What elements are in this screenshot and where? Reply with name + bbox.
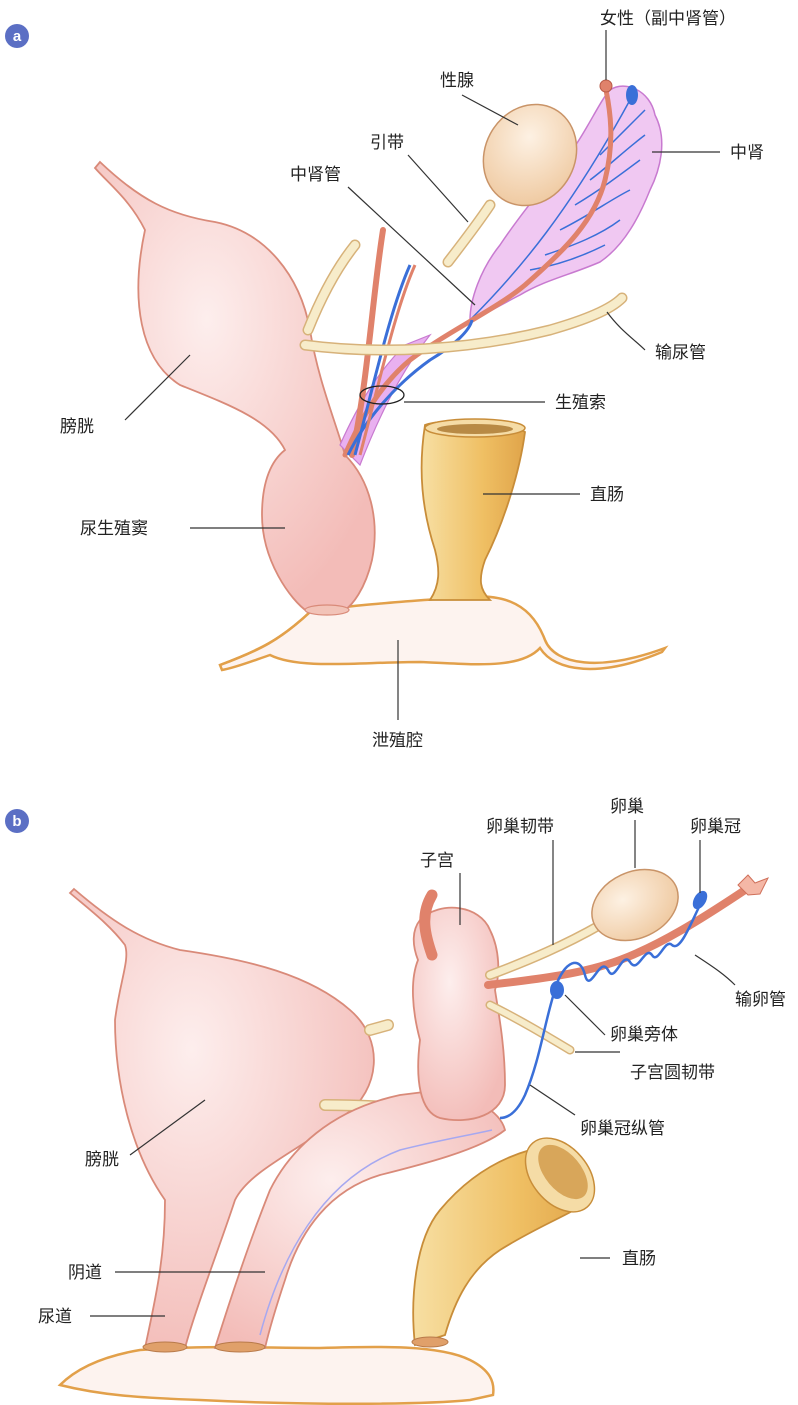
panel-b: b — [5, 797, 786, 1404]
label-epoophoron: 卵巢冠 — [690, 817, 741, 837]
label-rectum-b: 直肠 — [622, 1249, 656, 1269]
panel-b-badge-letter: b — [12, 813, 21, 830]
panel-a-badge-letter: a — [13, 28, 22, 45]
label-vagina: 阴道 — [68, 1263, 102, 1283]
label-ureter: 输尿管 — [655, 343, 706, 363]
label-gonad-a: 性腺 — [440, 71, 474, 91]
label-ovarian-ligament: 卵巢韧带 — [486, 817, 554, 837]
label-bladder-a: 膀胱 — [60, 417, 94, 437]
label-cloaca: 泄殖腔 — [372, 731, 423, 751]
label-urogenital-sinus: 尿生殖窦 — [80, 519, 148, 539]
cloaca — [220, 596, 665, 670]
label-uterus: 子宫 — [420, 851, 454, 871]
bladder-b — [70, 889, 374, 1348]
label-mesonephric-duct: 中肾管 — [290, 165, 341, 185]
label-urethra: 尿道 — [38, 1307, 72, 1327]
label-ovary: 卵巢 — [610, 797, 644, 817]
label-paroophoron: 卵巢旁体 — [610, 1025, 678, 1045]
bladder-a — [95, 162, 375, 612]
label-genital-cord: 生殖索 — [555, 393, 606, 413]
label-rectum-a: 直肠 — [590, 485, 624, 505]
label-mesonephros: 中肾 — [730, 143, 764, 163]
gartner-duct — [500, 990, 555, 1118]
label-gubernaculum: 引带 — [370, 133, 404, 153]
rectum-a — [422, 421, 525, 600]
panel-a: a — [5, 9, 764, 751]
label-bladder-b: 膀胱 — [85, 1150, 119, 1170]
perineum-base — [60, 1347, 493, 1404]
label-female-paramesonephric: 女性（副中肾管） — [600, 9, 736, 29]
label-round-ligament: 子宫圆韧带 — [630, 1063, 715, 1083]
paramesonephric-opening — [600, 80, 612, 92]
label-gartner-duct: 卵巢冠纵管 — [580, 1119, 665, 1139]
label-oviduct: 输卵管 — [735, 990, 786, 1010]
